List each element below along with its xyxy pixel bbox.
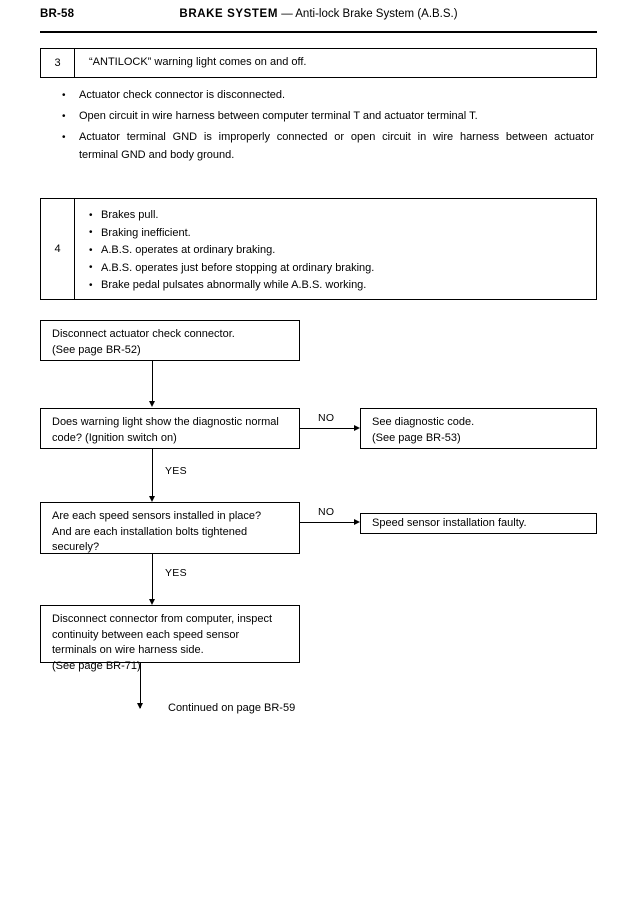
list-item: Brake pedal pulsates abnormally while A.… <box>75 277 596 295</box>
flow-box-line: See diagnostic code. <box>372 416 475 428</box>
symptom-description-cell: Brakes pull. Braking inefficient. A.B.S.… <box>75 199 596 299</box>
list-item: Actuator check connector is disconnected… <box>62 87 594 105</box>
symptom-description: “ANTILOCK” warning light comes on and of… <box>89 56 307 68</box>
flow-box-line: (See page BR-71) <box>52 659 141 672</box>
symptom-number: 4 <box>41 199 75 299</box>
flow-connector-no-2 <box>300 522 354 523</box>
list-item: Braking inefficient. <box>75 224 596 243</box>
flow-box-line: (See page BR-53) <box>372 431 461 444</box>
flow-box-line: code? (Ignition switch on) <box>52 431 177 444</box>
flow-box-disconnect-connector-inspect-continuity: Disconnect connector from computer, insp… <box>40 605 300 672</box>
flow-arrowhead-down-1 <box>149 401 155 407</box>
cause-text: Actuator terminal GND is improperly conn… <box>79 131 594 143</box>
symptom-number: 3 <box>41 49 75 77</box>
continued-note: Continued on page BR-59 <box>168 702 296 714</box>
cause-text: Actuator check connector is disconnected… <box>79 89 286 101</box>
flow-connector-1 <box>152 361 153 402</box>
list-item: Brakes pull. <box>75 207 596 225</box>
flow-box-speed-sensor-installation-check: Are each speed sensors installed in plac… <box>40 502 300 554</box>
flow-box-line: Speed sensor installation faulty. <box>372 516 527 529</box>
flow-connector-continued <box>140 663 141 708</box>
flow-connector-yes-2 <box>152 554 153 600</box>
flow-arrowhead-down-2 <box>149 496 155 502</box>
flow-box-line: (See page BR-52) <box>52 343 141 356</box>
list-item: A.B.S. operates just before stopping at … <box>75 259 596 278</box>
page-number: BR-58 <box>40 8 75 20</box>
flow-arrowhead-down-3 <box>149 599 155 605</box>
flow-box-disconnect-actuator-check-connector: Disconnect actuator check connector. (Se… <box>40 320 300 361</box>
symptom-table-row-3: 3 “ANTILOCK” warning light comes on and … <box>40 48 597 78</box>
page-header: BR-58 BRAKE SYSTEM — Anti-lock Brake Sys… <box>40 8 597 34</box>
flow-box-warning-light-diagnostic-check: Does warning light show the diagnostic n… <box>40 408 300 449</box>
cause-text: Open circuit in wire harness between com… <box>79 110 478 122</box>
symptom-item-list: Brakes pull. Braking inefficient. A.B.S.… <box>75 199 596 295</box>
header-divider <box>40 31 597 33</box>
list-item: Actuator terminal GND is improperly conn… <box>62 129 594 164</box>
flow-box-line: Are each speed sensors installed in plac… <box>52 510 262 522</box>
list-item: Open circuit in wire harness between com… <box>62 108 594 126</box>
symptom-table-row-4: 4 Brakes pull. Braking inefficient. A.B.… <box>40 198 597 300</box>
branch-label-yes-2: YES <box>165 567 187 579</box>
flow-arrowhead-right-1 <box>354 425 360 431</box>
symptom-description-cell: “ANTILOCK” warning light comes on and of… <box>75 49 596 77</box>
page-title-main: BRAKE SYSTEM <box>179 8 278 20</box>
flow-box-see-diagnostic-code: See diagnostic code. (See page BR-53) <box>360 408 597 449</box>
flow-connector-no-1 <box>300 428 354 429</box>
flow-arrowhead-down-4 <box>137 703 143 709</box>
branch-label-yes-1: YES <box>165 465 187 477</box>
flow-box-line: Does warning light show the diagnostic n… <box>52 416 279 428</box>
flow-box-line: terminals on wire harness side. <box>52 644 204 656</box>
flow-box-line: continuity between each speed sensor <box>52 628 240 641</box>
flow-box-speed-sensor-installation-faulty: Speed sensor installation faulty. <box>360 513 597 534</box>
page-title: BRAKE SYSTEM — Anti-lock Brake System (A… <box>40 8 597 20</box>
flow-arrowhead-right-2 <box>354 519 360 525</box>
branch-label-no-2: NO <box>318 506 335 518</box>
flow-box-line: securely? <box>52 541 100 553</box>
page-title-sub: — Anti-lock Brake System (A.B.S.) <box>278 8 458 20</box>
list-item: A.B.S. operates at ordinary braking. <box>75 242 596 260</box>
flow-box-line: Disconnect actuator check connector. <box>52 328 235 340</box>
flow-box-line: Disconnect connector from computer, insp… <box>52 613 273 625</box>
cause-list: Actuator check connector is disconnected… <box>62 87 594 168</box>
flow-connector-yes-1 <box>152 449 153 497</box>
branch-label-no-1: NO <box>318 412 335 424</box>
flow-box-line: And are each installation bolts tightene… <box>52 525 248 538</box>
cause-text-continued: terminal GND and body ground. <box>79 148 235 161</box>
